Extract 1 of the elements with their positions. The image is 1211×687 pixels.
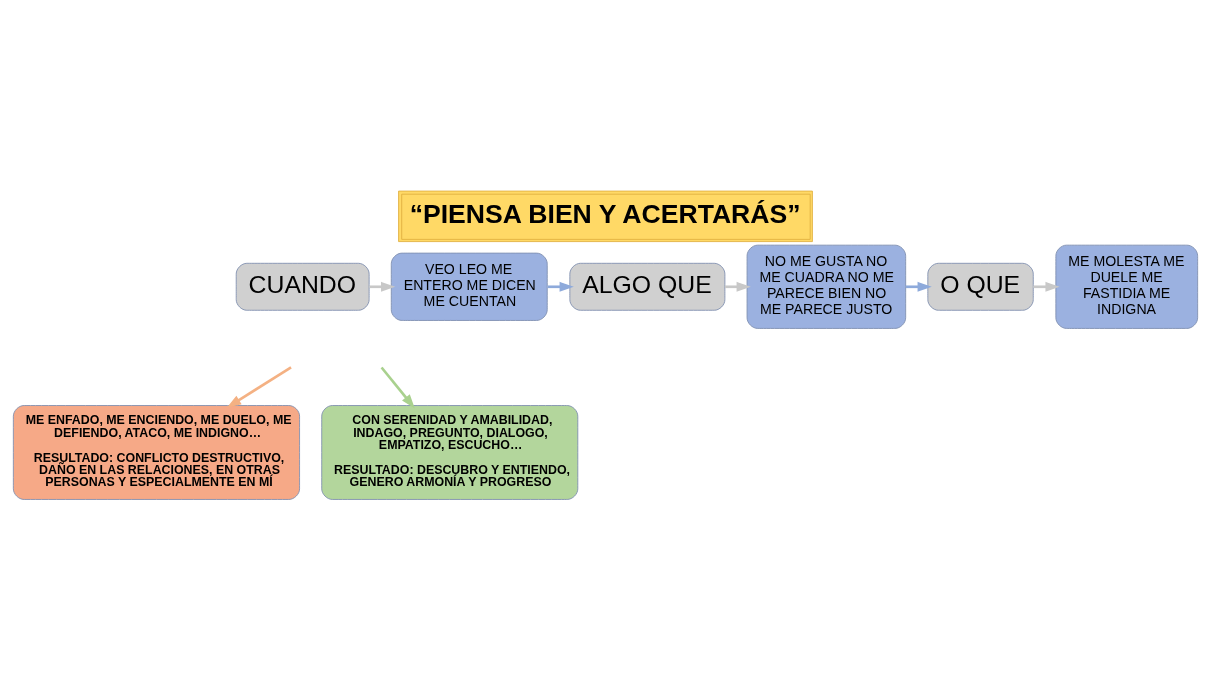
diagram-title: “PIENSA BIEN Y ACERTARÁS” <box>409 198 801 229</box>
